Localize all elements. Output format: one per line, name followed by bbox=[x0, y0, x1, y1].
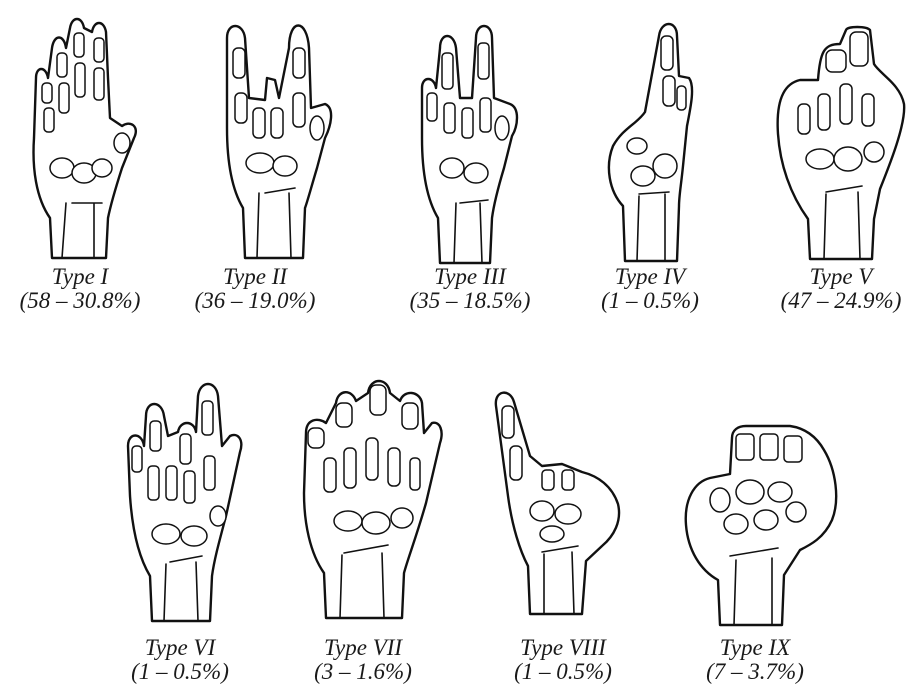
caption-type-ii: Type II (36 – 19.0%) bbox=[180, 265, 330, 313]
type-label: Type III bbox=[395, 265, 545, 289]
hand-illustration-type-v bbox=[770, 24, 910, 259]
caption-type-v: Type V (47 – 24.9%) bbox=[767, 265, 915, 313]
type-stats: (1 – 0.5%) bbox=[580, 289, 720, 313]
hand-illustration-type-viii bbox=[482, 386, 622, 614]
hand-illustration-type-ii bbox=[205, 8, 335, 258]
caption-type-ix: Type IX (7 – 3.7%) bbox=[680, 636, 830, 684]
hand-illustration-type-vii bbox=[296, 373, 446, 618]
type-stats: (58 – 30.8%) bbox=[5, 289, 155, 313]
type-label: Type II bbox=[180, 265, 330, 289]
type-label: Type VII bbox=[288, 636, 438, 660]
hand-illustration-type-ix bbox=[680, 420, 850, 625]
type-label: Type I bbox=[5, 265, 155, 289]
hand-illustration-type-iv bbox=[603, 16, 718, 261]
type-stats: (7 – 3.7%) bbox=[680, 660, 830, 684]
type-stats: (47 – 24.9%) bbox=[767, 289, 915, 313]
type-stats: (36 – 19.0%) bbox=[180, 289, 330, 313]
type-label: Type IV bbox=[580, 265, 720, 289]
type-stats: (35 – 18.5%) bbox=[395, 289, 545, 313]
caption-type-i: Type I (58 – 30.8%) bbox=[5, 265, 155, 313]
caption-type-vi: Type VI (1 – 0.5%) bbox=[105, 636, 255, 684]
hand-illustration-type-i bbox=[22, 8, 142, 258]
type-label: Type IX bbox=[680, 636, 830, 660]
type-label: Type VIII bbox=[488, 636, 638, 660]
caption-type-iv: Type IV (1 – 0.5%) bbox=[580, 265, 720, 313]
type-label: Type VI bbox=[105, 636, 255, 660]
type-stats: (3 – 1.6%) bbox=[288, 660, 438, 684]
type-stats: (1 – 0.5%) bbox=[488, 660, 638, 684]
caption-type-viii: Type VIII (1 – 0.5%) bbox=[488, 636, 638, 684]
caption-type-vii: Type VII (3 – 1.6%) bbox=[288, 636, 438, 684]
type-label: Type V bbox=[767, 265, 915, 289]
hand-illustration-type-vi bbox=[118, 376, 248, 621]
hand-illustration-type-iii bbox=[410, 18, 525, 263]
type-stats: (1 – 0.5%) bbox=[105, 660, 255, 684]
caption-type-iii: Type III (35 – 18.5%) bbox=[395, 265, 545, 313]
